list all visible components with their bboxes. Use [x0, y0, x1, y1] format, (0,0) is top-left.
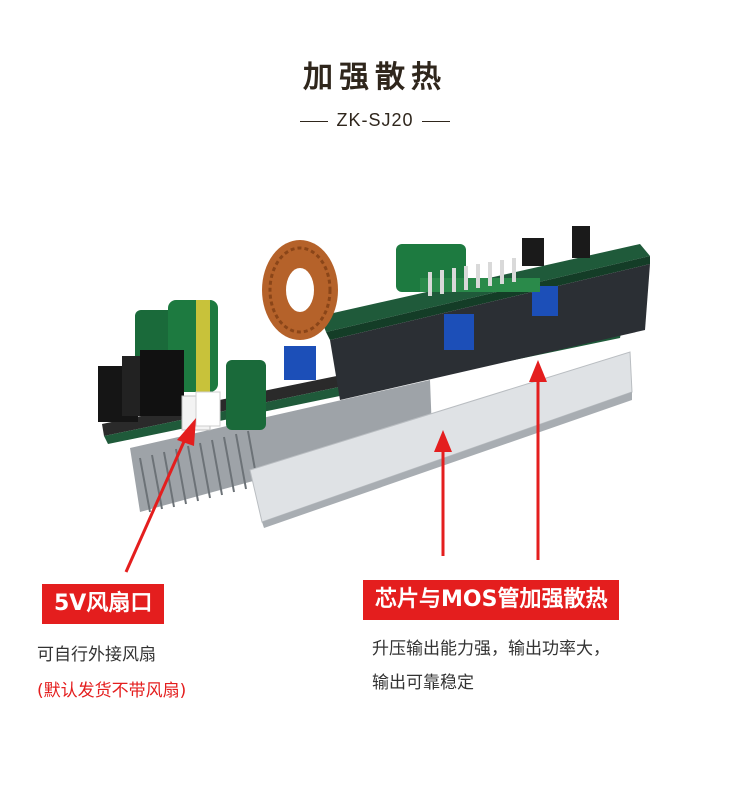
pin-header: [420, 258, 540, 296]
tact-switches: [522, 226, 590, 266]
heatsink-fins: [130, 380, 432, 513]
arrow-chip-left: [434, 430, 452, 556]
mosfets: [98, 350, 184, 422]
page-title: 加强散热: [303, 60, 447, 95]
model-subtitle: ZK-SJ20: [0, 110, 750, 131]
arrow-chip-right: [529, 360, 547, 560]
divider-left: [300, 120, 329, 122]
arrow-fan-port: [124, 418, 196, 573]
model-label: ZK-SJ20: [336, 110, 414, 130]
divider-right: [421, 120, 450, 122]
fan-port-note: (默认发货不带风扇): [37, 681, 187, 701]
fan-port-desc: 可自行外接风扇: [37, 645, 156, 665]
fan-port-label: 5V风扇口: [42, 584, 165, 624]
chip-cooling-desc-line2: 输出可靠稳定: [372, 673, 474, 693]
chip-cooling-desc-line1: 升压输出能力强，输出功率大，: [372, 639, 610, 659]
toroid-inductor: [262, 240, 338, 340]
chip-cooling-label: 芯片与MOS管加强散热: [363, 580, 620, 620]
fan-connector: [181, 391, 221, 431]
